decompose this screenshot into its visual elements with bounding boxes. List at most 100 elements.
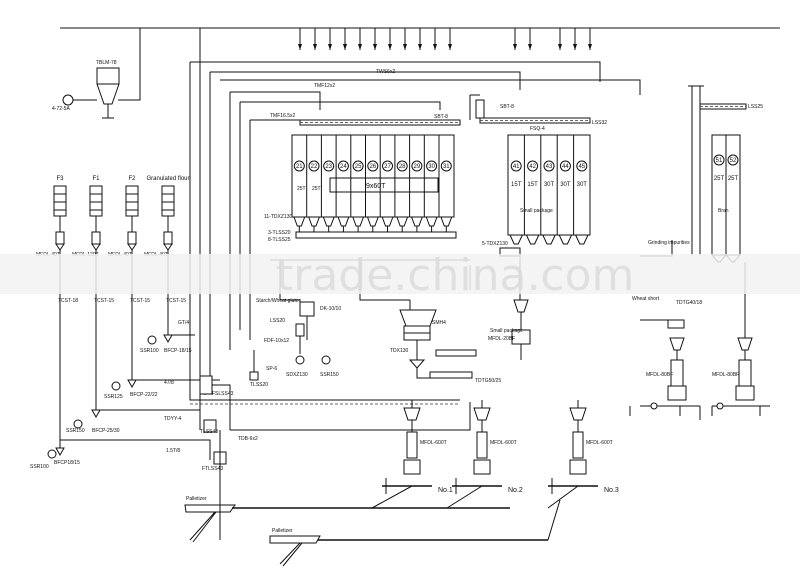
main-bin-ton-1: 25T	[297, 186, 306, 192]
main-bin-marker	[411, 160, 423, 172]
conveyor-label-tmf16: TMF16.5x2	[270, 113, 296, 119]
bran-bin-marker	[713, 154, 725, 166]
right-bin-marker	[576, 160, 588, 172]
cyclone-filter: TBLM-78 4-72-5A	[52, 60, 120, 119]
pack-machine	[403, 459, 421, 475]
main-bin-marker	[426, 160, 438, 172]
label-starch: Starch/Wheat gluten	[256, 298, 302, 304]
right-bin-marker	[510, 160, 522, 172]
feeder-name: F1	[92, 176, 100, 182]
right-bin-tons: 30T	[544, 182, 555, 188]
label-tls25: 8-TLSS25	[268, 237, 291, 243]
bran-bin-tons: 25T	[728, 176, 739, 182]
label-bfcp: BFCP18/15	[54, 460, 80, 466]
pack-scale-label: MFDL-600T	[490, 440, 517, 446]
label-sw: SMH4	[432, 320, 446, 326]
feeder-scale	[163, 231, 173, 245]
label-tdtg40: TDTG40/18	[676, 300, 702, 306]
right-bin-number: 43	[546, 164, 553, 170]
pack-scale	[572, 431, 584, 459]
main-bin-number: 29	[414, 164, 421, 170]
watermark-text: trade.china.com	[276, 250, 634, 301]
label-ssr2: SSR125	[104, 394, 123, 400]
conveyor-label-tmf12: TMF12x2	[314, 83, 335, 89]
feeder-tcs: TCST-15	[130, 298, 150, 304]
label-sp: SP-6	[266, 366, 277, 372]
main-bin-number: 28	[399, 164, 406, 170]
watermark-band	[0, 254, 800, 294]
label-gt4: GT/4	[178, 320, 189, 326]
pack-scale-label: MFDL-600T	[420, 440, 447, 446]
label-bfc: BFCP-22/22	[130, 392, 158, 398]
label-tlss20b: TLSS20	[250, 382, 268, 388]
label-tdtg: TDTG50/25	[475, 378, 501, 384]
right-bin-tons: 15T	[527, 182, 538, 188]
main-bin-marker	[352, 160, 364, 172]
label-mfdl800b: MFDL-80BF	[712, 372, 739, 378]
pack-hopper	[569, 407, 587, 421]
main-bin-hopper	[322, 216, 335, 227]
label-ssr1: SSR100	[140, 348, 159, 354]
right-bin-marker	[559, 160, 571, 172]
main-bin-marker	[382, 160, 393, 172]
left-markers	[47, 334, 173, 459]
feeder-name: F3	[56, 176, 64, 182]
feeder-valve	[91, 243, 101, 251]
main-bin-number: 27	[384, 164, 391, 170]
main-bin-hopper	[411, 216, 423, 227]
main-bin-number: 30	[428, 164, 435, 170]
main-bin-marker	[293, 160, 305, 172]
pack-line-label: No.2	[508, 487, 523, 494]
bran-bin-number: 52	[730, 158, 737, 164]
feeder-valve	[163, 243, 173, 251]
main-bin-number: 31	[443, 164, 450, 170]
right-bin-number: 44	[562, 164, 569, 170]
feeder-scale	[127, 231, 137, 245]
label-mfdl: MFDL-20BF	[488, 336, 515, 342]
main-bin-marker	[367, 160, 379, 172]
right-bin-hopper	[525, 234, 540, 245]
small-package-station	[511, 256, 531, 360]
main-bin-number: 26	[369, 164, 376, 170]
pack-line-label: No.3	[604, 487, 619, 494]
feeder-silo	[89, 185, 103, 217]
feeder-tcs: TCST-15	[166, 298, 186, 304]
label-t4: TLSS43	[200, 429, 218, 435]
pack-scale-label: MFDL-600T	[586, 440, 613, 446]
right-bin-hopper	[575, 234, 589, 245]
label-tdx130: TDX130	[390, 348, 409, 354]
fsq-label: FSQ-4	[530, 126, 545, 132]
right-bin-hopper	[542, 234, 556, 245]
right-bin-tons: 15T	[511, 182, 522, 188]
bran-grinding-section	[629, 240, 770, 420]
main-bin-hopper	[367, 216, 379, 227]
cyclone-label: TBLM-78	[96, 60, 117, 66]
pack-machine	[569, 459, 587, 475]
label-tdb: TDB-6x2	[238, 436, 258, 442]
left-pipe-network	[59, 260, 471, 540]
pack-machine	[473, 459, 491, 475]
feeder-name: Granulated flour	[146, 176, 189, 182]
right-bin-hopper	[558, 234, 573, 245]
main-bin-hopper	[337, 216, 350, 227]
main-bin-hopper	[381, 216, 394, 227]
feeder-scale	[91, 231, 101, 245]
label-lss20: LSS20	[270, 318, 285, 324]
label-tdx5: 5-TDXZ130	[482, 241, 508, 247]
label-fdf: FDF-10x12	[264, 338, 289, 344]
main-bin-marker	[337, 160, 349, 172]
bran-bin-tons: 25T	[714, 176, 725, 182]
main-bin-capacity: 9x60T	[366, 183, 386, 190]
right-bin-tons: 30T	[560, 182, 571, 188]
label-bfc2: BFCP-25/30	[92, 428, 120, 434]
main-bin-marker	[308, 160, 320, 172]
bran-bin-sub: Bran	[718, 208, 729, 214]
feeder-tcs: TCST-15	[94, 298, 114, 304]
pack-scale	[406, 431, 418, 459]
main-bin-hopper	[308, 216, 320, 227]
right-bin-marker	[543, 160, 555, 172]
